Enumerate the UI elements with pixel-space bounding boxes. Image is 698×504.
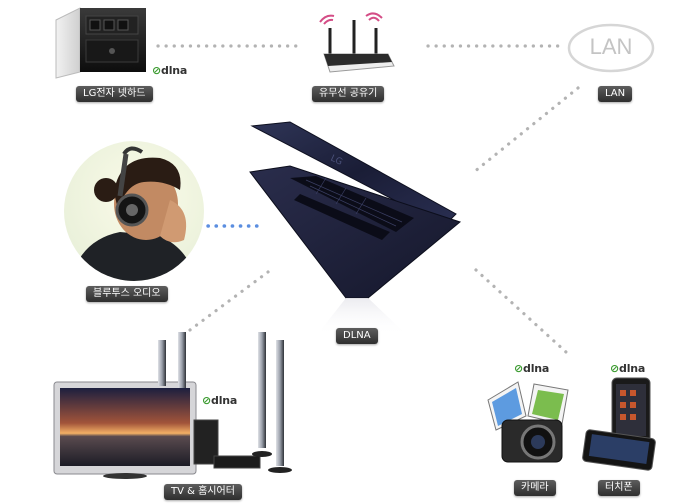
nas-dlna-badge: ⊘dlna [152,64,188,77]
lan-label: LAN [598,86,633,102]
camera-dlna-badge: ⊘dlna [514,362,550,375]
lan-cloud-icon [567,23,655,73]
nas-drive-icon [55,7,146,79]
speaker-icon [158,332,292,473]
headphones-label: 블루투스 오디오 [86,286,168,302]
nas-device[interactable] [54,6,150,80]
laptop-device[interactable]: LG [246,121,462,342]
tv-label: TV & 홈시어터 [164,484,242,500]
phone-dlna-badge: ⊘dlna [610,362,646,375]
svg-text:LG: LG [329,154,344,168]
tv-icon [53,332,292,479]
camera-label: 카메라 [514,480,556,496]
phone-label: 터치폰 [598,480,640,496]
tv-dlna-badge: ⊘dlna [202,394,238,407]
laptop-label: DLNA [336,328,378,344]
lan-cloud[interactable]: LAN [566,22,656,74]
headphone-user-icon [64,141,204,281]
bluetooth-audio-user[interactable] [60,140,208,282]
wifi-router-icon [319,12,395,73]
line-laptop-devices [474,268,568,354]
router-label: 유무선 공유기 [312,86,385,102]
lan-cloud-text: LAN [589,34,633,59]
line-tv-laptop [188,270,270,332]
line-lan-laptop [472,86,580,174]
router-device[interactable] [316,6,396,76]
touch-phone-icon [582,377,656,471]
camera-icon [487,381,569,463]
touch-phone-device[interactable] [582,376,658,472]
tv-hometheater[interactable] [53,330,304,480]
nas-label: LG전자 넷하드 [76,86,153,102]
laptop-icon: LG [249,121,462,336]
camera-device[interactable] [486,376,572,466]
